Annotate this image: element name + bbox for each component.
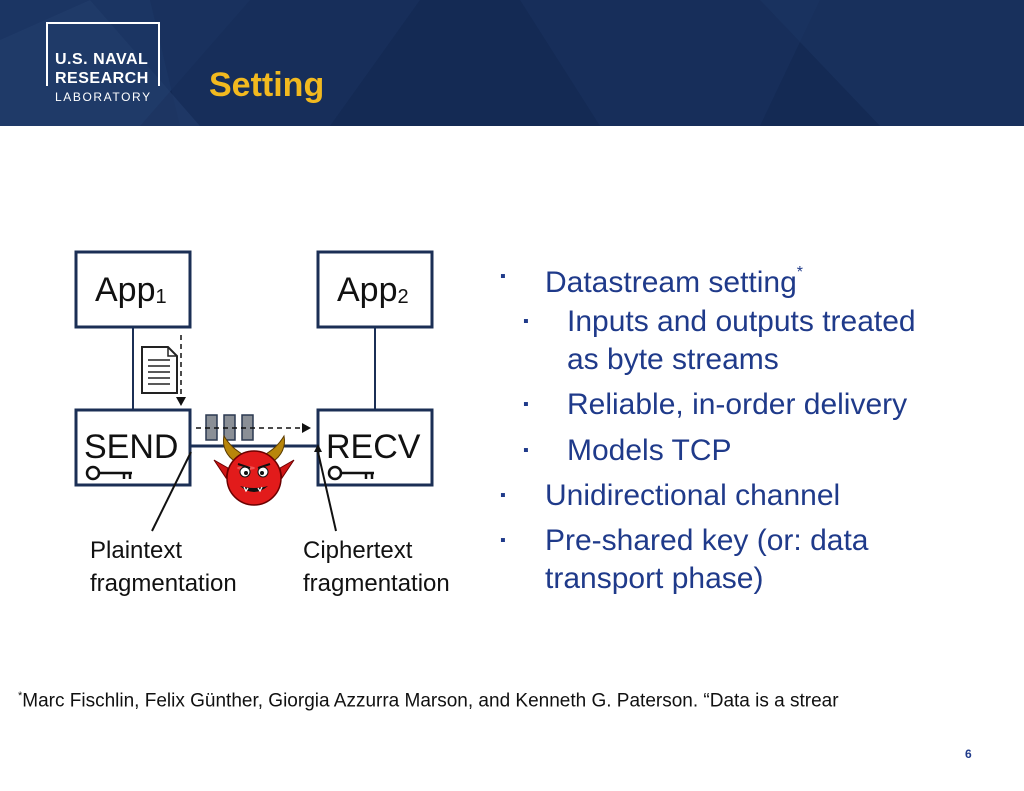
recv-box <box>316 408 434 487</box>
logo-line-2: RESEARCH <box>55 70 149 87</box>
bullet-marker: ▪ <box>523 442 529 459</box>
bullet-marker: ▪ <box>500 532 506 549</box>
bullet-marker: ▪ <box>500 487 506 504</box>
ciphertext-pointer <box>317 451 337 532</box>
bullet-item: Unidirectional channel <box>545 479 841 512</box>
page-number: 6 <box>965 747 972 761</box>
plaintext-pointer <box>151 451 192 532</box>
nrl-logo: U.S. NAVAL RESEARCH LABORATORY <box>46 22 162 104</box>
bullet-item: Inputs and outputs treated <box>567 305 916 338</box>
document-icon <box>141 346 178 394</box>
plaintext-arrowhead <box>176 397 186 406</box>
footnote: *Marc Fischlin, Felix Günther, Giorgia A… <box>18 690 839 712</box>
bullet-item: Reliable, in-order delivery <box>567 388 908 421</box>
logo-frame <box>46 22 160 86</box>
ciphertext-arrowhead <box>302 423 311 433</box>
app2-label: App2 <box>337 271 409 309</box>
bullet-marker: ▪ <box>500 268 506 285</box>
app1-label: App1 <box>95 271 167 309</box>
page-title: Setting <box>209 66 325 104</box>
ciphertext-caption: Ciphertext fragmentation <box>303 537 450 597</box>
app1-box <box>74 250 192 329</box>
plaintext-caption: Plaintext fragmentation <box>90 537 237 597</box>
slide-header: U.S. NAVAL RESEARCH LABORATORY Setting <box>0 0 1024 126</box>
logo-line-3: LABORATORY <box>55 90 152 104</box>
key-icon <box>327 465 374 481</box>
ciphertext-pointer-head <box>314 444 322 452</box>
bullet-marker: ▪ <box>523 313 529 330</box>
bullet-item: Datastream setting* <box>545 264 804 299</box>
app2-box <box>316 250 434 329</box>
devil-icon <box>213 434 295 506</box>
bullet-marker: ▪ <box>523 396 529 413</box>
bullet-item: Pre-shared key (or: data <box>545 524 869 557</box>
logo-line-1: U.S. NAVAL <box>55 51 149 68</box>
header-background <box>0 0 1024 126</box>
recv-label: RECV <box>326 428 421 466</box>
bullet-item-continuation: transport phase) <box>545 562 764 595</box>
send-label: SEND <box>84 428 179 466</box>
key-icon <box>85 465 132 481</box>
bullet-item: Models TCP <box>567 434 732 467</box>
send-box <box>74 408 192 487</box>
bullet-item-continuation: as byte streams <box>567 343 779 376</box>
